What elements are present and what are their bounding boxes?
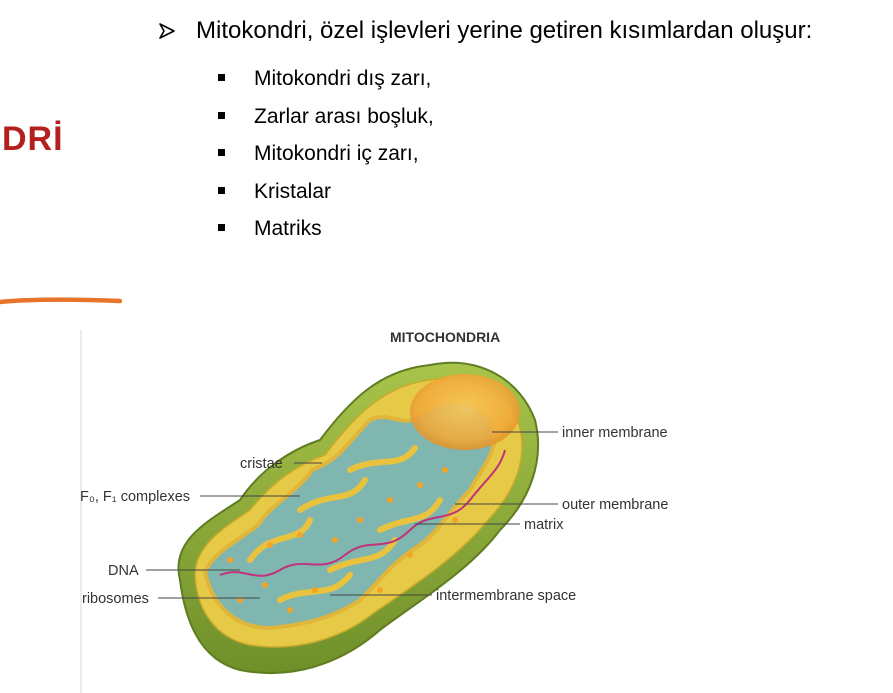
label-outer-membrane: outer membrane [562, 497, 668, 513]
cristae-folds [247, 445, 443, 603]
square-bullet-icon [218, 149, 225, 156]
list-item: Mitokondri dış zarı, [213, 62, 434, 100]
label-f-complexes: F₀, F₁ complexes [80, 489, 190, 505]
intermembrane-rim [194, 377, 523, 648]
list-item-text: Zarlar arası boşluk, [254, 104, 434, 128]
label-matrix: matrix [524, 517, 564, 533]
label-ribosomes: ribosomes [82, 591, 149, 607]
ribosome-dots [227, 467, 458, 613]
list-item: Mitokondri iç zarı, [213, 137, 434, 175]
mitochondrion-illustration [177, 361, 539, 674]
main-bullet-text: Mitokondri, özel işlevleri yerine getire… [196, 17, 813, 44]
matrix-region [202, 400, 497, 631]
square-bullet-icon [218, 224, 225, 231]
square-bullet-icon [218, 186, 225, 194]
slide-title: DRİ [2, 120, 64, 158]
mitochondria-parts-list: Mitokondri dış zarı, Zarlar arası boşluk… [213, 62, 434, 250]
list-item-text: Mitokondri iç zarı, [254, 142, 419, 165]
figure-title: MITOCHONDRIA [390, 329, 500, 345]
left-divider [80, 330, 82, 693]
dna-strand [219, 449, 506, 577]
inner-cap [410, 374, 520, 450]
square-bullet-icon [218, 111, 225, 119]
diagram-callouts: inner membrane cristae F₀, F₁ complexes … [80, 425, 668, 607]
accent-underline [0, 297, 122, 305]
list-item-text: Matriks [254, 217, 322, 240]
list-item: Zarlar arası boşluk, [213, 100, 434, 138]
label-cristae: cristae [240, 456, 283, 472]
label-dna: DNA [108, 563, 139, 579]
outer-membrane-shape [177, 361, 539, 674]
list-item: Matriks [213, 212, 434, 250]
arrowhead-bullet-icon [159, 23, 175, 39]
list-item: Kristalar [213, 175, 434, 213]
main-bullet-point: Mitokondri, özel işlevleri yerine getire… [158, 17, 812, 45]
list-item-text: Mitokondri dış zarı, [254, 67, 432, 90]
list-item-text: Kristalar [254, 179, 332, 203]
label-inner-membrane: inner membrane [562, 425, 668, 441]
label-intermembrane-space: intermembrane space [436, 588, 576, 604]
square-bullet-icon [218, 74, 225, 81]
